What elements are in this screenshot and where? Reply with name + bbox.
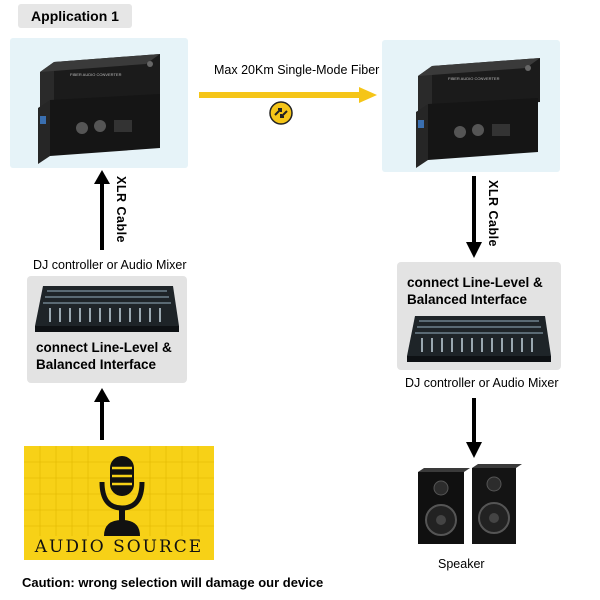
caution-text: Caution: wrong selection will damage our… (22, 575, 324, 590)
right-box-line-1: connect Line-Level & (407, 275, 543, 290)
left-converter-panel: FIBER AUDIO CONVERTER (10, 38, 188, 168)
right-mixer-box: connect Line-Level & Balanced Interface (397, 262, 561, 370)
left-box-line-1: connect Line-Level & (36, 340, 172, 355)
left-mixer-caption: DJ controller or Audio Mixer (33, 258, 187, 272)
right-box-line-2: Balanced Interface (407, 292, 528, 307)
audio-source-block: AUDIO SOURCE (24, 446, 214, 560)
svg-text:FIBER AUDIO CONVERTER: FIBER AUDIO CONVERTER (70, 72, 122, 77)
speakers-icon (418, 464, 522, 544)
left-xlr-cable-label: XLR Cable (114, 176, 128, 244)
right-xlr-arrow-down (466, 176, 482, 258)
mixer-console-left (35, 286, 179, 332)
microphone-icon (99, 456, 145, 536)
left-box-line-2: Balanced Interface (36, 357, 157, 372)
right-mixer-caption: DJ controller or Audio Mixer (405, 376, 559, 390)
left-mixer-box: connect Line-Level & Balanced Interface (27, 276, 187, 383)
fiber-converter-pair-right: FIBER AUDIO CONVERTER (416, 58, 540, 168)
fiber-connector-icon (269, 101, 293, 125)
fiber-label: Max 20Km Single-Mode Fiber (214, 63, 380, 77)
application-title: Application 1 (18, 4, 132, 28)
right-converter-panel: FIBER AUDIO CONVERTER (382, 40, 560, 172)
right-xlr-cable-label: XLR Cable (486, 180, 500, 248)
fiber-converter-pair-left: FIBER AUDIO CONVERTER (38, 54, 160, 164)
speaker-caption: Speaker (438, 557, 485, 571)
svg-text:FIBER AUDIO CONVERTER: FIBER AUDIO CONVERTER (448, 76, 500, 81)
fiber-arrow (199, 87, 377, 103)
speaker-arrow-down (466, 398, 482, 458)
audio-source-label: AUDIO SOURCE (34, 537, 204, 557)
mixer-console-right (407, 316, 551, 362)
audio-source-arrow-up (94, 388, 110, 440)
left-xlr-arrow-up (94, 170, 110, 250)
